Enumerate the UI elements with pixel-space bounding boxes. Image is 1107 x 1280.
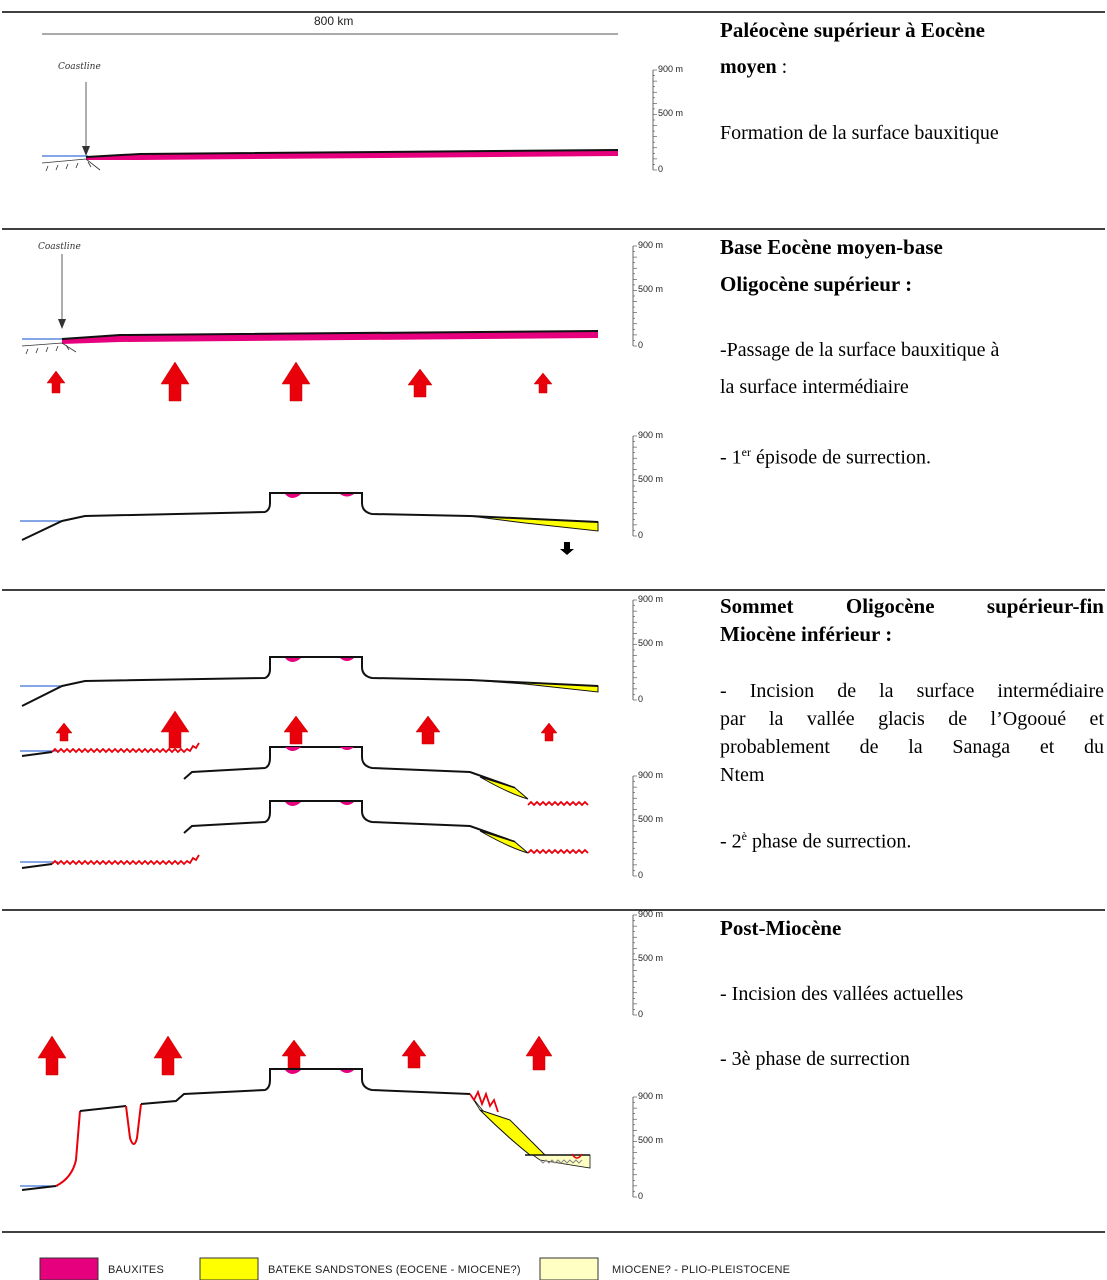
uplift-arrow-icon <box>160 710 190 749</box>
uplift-arrow-icon <box>160 361 190 402</box>
bauxite-layer <box>86 150 618 160</box>
profile-2a <box>21 254 599 355</box>
bauxite-layer <box>285 747 354 751</box>
incision-valley <box>571 1153 583 1159</box>
uplift-arrow-icon <box>415 715 441 745</box>
vertical-scale-label-bottom: 0 <box>638 1191 644 1201</box>
sandstone-layer <box>479 1109 547 1156</box>
panel-3-item-2: par la vallée glacis de l’Ogooué et <box>720 708 1104 730</box>
profile-4b <box>20 1068 591 1191</box>
coastline-label: Coastline <box>38 242 81 252</box>
uplift-arrow-icon <box>46 370 66 394</box>
vertical-scale-label-top: 900 m <box>638 430 664 440</box>
incision-valley <box>51 854 200 866</box>
uplift-arrows-1 <box>46 361 553 402</box>
coastline-label: Coastline <box>58 62 101 72</box>
panel-3-item-5: - 2è phase de surrection. <box>720 829 912 853</box>
panel-2-title-line2: Oligocène supérieur : <box>720 272 913 296</box>
vertical-scale-label-top: 900 m <box>638 240 664 250</box>
uplift-arrow-icon <box>525 1035 553 1071</box>
panel-1-title-suffix: : <box>776 56 788 78</box>
subsidence-arrow-icon <box>560 542 574 555</box>
panel-1-title-line2-wrap: moyen : <box>720 49 787 86</box>
panel-3-item-1: - Incision de la surface intermédiaire <box>720 680 1104 702</box>
uplift-arrow-icon <box>153 1035 183 1076</box>
uplift-arrow-icon <box>281 1039 307 1069</box>
uplift-arrow-icon <box>407 368 433 398</box>
uplift-arrows-3 <box>37 1035 553 1076</box>
vertical-scale-label-bottom: 0 <box>638 1009 644 1019</box>
vertical-scale-label-bottom: 0 <box>638 340 644 350</box>
uplift-arrow-icon <box>281 361 311 402</box>
panel-4-title: Post-Miocène <box>720 916 842 940</box>
vertical-scale-label-mid: 500 m <box>658 108 684 118</box>
bauxite-layer <box>285 658 354 662</box>
legend-label-plio: MIOCENE? - PLIO-PLEISTOCENE <box>612 1264 791 1276</box>
vertical-scale-label-mid: 500 m <box>638 1135 664 1145</box>
profile-4a <box>20 742 589 807</box>
panel-2-item-3: - 1er épisode de surrection. <box>720 445 931 469</box>
vertical-scales <box>632 69 657 1198</box>
panel-1-item-1: Formation de la surface bauxitique <box>720 122 999 144</box>
panel-2-item-1: -Passage de la surface bauxitique à <box>720 339 1000 361</box>
legend-swatch-plio <box>539 1257 599 1280</box>
panel-3-item-3: probablement de la Sanaga et du <box>720 736 1104 758</box>
sandstone-layer <box>479 776 529 800</box>
panel-4-item-1: - Incision des vallées actuelles <box>720 983 964 1005</box>
bauxite-layer <box>62 331 598 344</box>
profile-1 <box>41 82 619 172</box>
vertical-scale-label-mid: 500 m <box>638 814 664 824</box>
vertical-scale-label-top: 900 m <box>638 770 664 780</box>
plio-layer <box>469 1093 591 1169</box>
uplift-arrow-icon <box>533 372 553 394</box>
uplift-arrows-2 <box>55 710 558 749</box>
vertical-scale-label-mid: 500 m <box>638 953 664 963</box>
panel-1-title-line2: moyen <box>720 56 777 78</box>
incision-valley <box>51 742 200 754</box>
panel-3-item-4: Ntem <box>720 764 765 786</box>
legend-swatch-sandstones <box>199 1257 259 1280</box>
vertical-scale-label-mid: 500 m <box>638 474 664 484</box>
vertical-scale-label-bottom: 0 <box>658 164 664 174</box>
vertical-scale-label-top: 900 m <box>638 1091 664 1101</box>
vertical-scale-label-bottom: 0 <box>638 530 644 540</box>
vertical-scale-label-mid: 500 m <box>638 284 664 294</box>
incision-valley <box>125 1103 142 1145</box>
legend-swatch-bauxites <box>39 1257 99 1280</box>
uplift-arrow-icon <box>37 1035 67 1076</box>
panel-1-title-line1: Paléocène supérieur à Eocène <box>720 18 985 42</box>
vertical-scale-label-bottom: 0 <box>638 870 644 880</box>
horizontal-scale-label: 800 km <box>314 14 354 28</box>
legend-label-bauxites: BAUXITES <box>108 1264 165 1276</box>
incision-valley <box>469 1089 499 1113</box>
uplift-arrow-icon <box>401 1039 427 1069</box>
incision-valley <box>527 848 589 855</box>
vertical-scale-label-top: 900 m <box>638 594 664 604</box>
sandstone-layer <box>479 830 529 854</box>
panel-2-item-2: la surface intermédiaire <box>720 376 909 398</box>
panel-3-title-line1: Sommet Oligocène supérieur-fin <box>720 594 1104 618</box>
panel-3-title-line2: Miocène inférieur : <box>720 622 893 646</box>
uplift-arrow-icon <box>55 722 73 742</box>
incision-valley <box>527 800 589 807</box>
profile-3a <box>20 656 599 707</box>
profile-3b <box>20 800 589 869</box>
uplift-arrow-icon <box>283 715 309 745</box>
uplift-arrow-icon <box>540 722 558 742</box>
vertical-scale-label-top: 900 m <box>638 909 664 919</box>
vertical-scale-label-top: 900 m <box>658 64 684 74</box>
panel-4-item-2: - 3è phase de surrection <box>720 1048 910 1070</box>
incision-valley <box>55 1110 81 1187</box>
bauxite-layer <box>285 494 354 498</box>
bauxite-layer <box>285 802 354 806</box>
panel-2-title-line1: Base Eocène moyen-base <box>720 235 943 259</box>
legend-label-sandstones: BATEKE SANDSTONES (EOCENE - MIOCENE?) <box>268 1264 521 1276</box>
bauxite-layer <box>285 1070 354 1074</box>
vertical-scale-label-mid: 500 m <box>638 638 664 648</box>
profile-2b <box>20 492 599 555</box>
vertical-scale-label-bottom: 0 <box>638 694 644 704</box>
